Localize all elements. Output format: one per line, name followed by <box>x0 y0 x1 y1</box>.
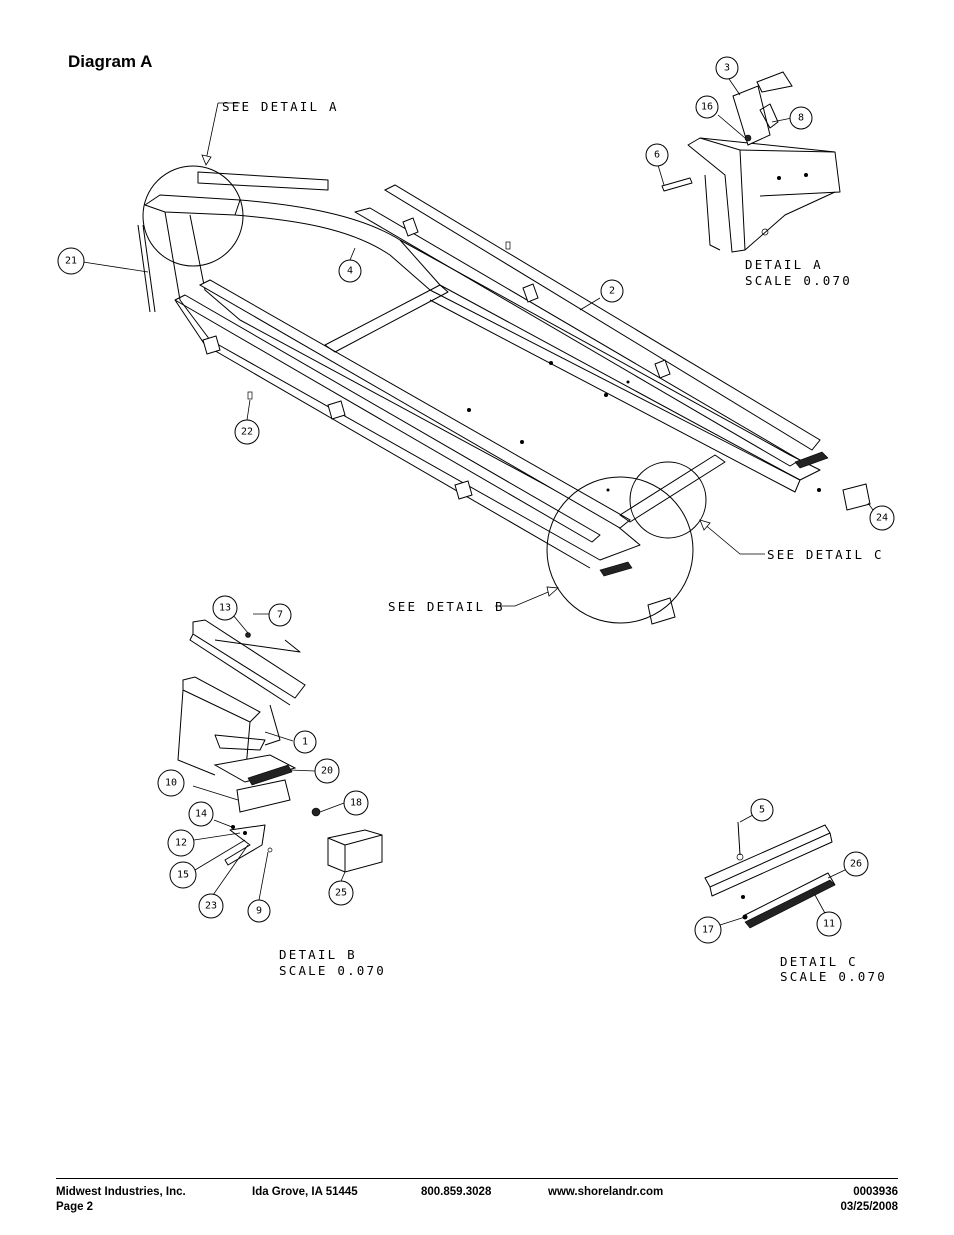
svg-text:5: 5 <box>759 805 765 816</box>
svg-text:18: 18 <box>350 798 362 809</box>
callout-14: 14 <box>188 801 214 827</box>
footer-divider <box>56 1178 898 1179</box>
callout-18: 18 <box>343 790 369 816</box>
svg-text:10: 10 <box>165 778 177 789</box>
trailer-frame <box>137 171 871 625</box>
svg-text:8: 8 <box>798 113 804 124</box>
callout-20: 20 <box>314 758 340 784</box>
see-detail-b-label: SEE DETAIL B <box>388 599 505 614</box>
callout-26: 26 <box>843 851 869 877</box>
detail-a-scale: SCALE 0.070 <box>745 273 852 288</box>
see-detail-c-label: SEE DETAIL C <box>767 547 884 562</box>
detail-a-drawing <box>661 71 841 253</box>
callout-9: 9 <box>247 899 271 923</box>
svg-text:16: 16 <box>701 102 713 113</box>
svg-text:25: 25 <box>335 888 347 899</box>
detail-a-label: DETAIL A <box>745 257 823 272</box>
callout-21: 21 <box>57 247 85 275</box>
callout-5: 5 <box>750 798 774 822</box>
svg-text:26: 26 <box>850 859 862 870</box>
callout-16: 16 <box>695 95 719 119</box>
callout-25: 25 <box>328 880 354 906</box>
callout-4: 4 <box>338 259 362 283</box>
callout-13: 13 <box>212 595 238 621</box>
svg-text:14: 14 <box>195 809 207 820</box>
detail-a-circle <box>142 165 244 267</box>
callout-15: 15 <box>169 861 197 889</box>
svg-text:17: 17 <box>702 925 714 936</box>
callout-7: 7 <box>268 603 292 627</box>
page-title: Diagram A <box>68 52 153 71</box>
callout-1: 1 <box>293 730 317 754</box>
callout-2: 2 <box>600 279 624 303</box>
svg-text:20: 20 <box>321 766 333 777</box>
footer-location: Ida Grove, IA 51445 <box>252 1186 358 1198</box>
footer-company: Midwest Industries, Inc. <box>56 1186 186 1198</box>
detail-c-label: DETAIL C <box>780 954 858 969</box>
detail-b-circle <box>546 476 694 624</box>
svg-text:15: 15 <box>177 870 189 881</box>
svg-text:2: 2 <box>609 286 615 297</box>
footer-doc-number: 0003936 <box>853 1186 898 1198</box>
svg-text:11: 11 <box>823 919 835 930</box>
detail-b-scale: SCALE 0.070 <box>279 963 386 978</box>
svg-text:3: 3 <box>724 63 730 74</box>
callout-6: 6 <box>645 143 669 167</box>
svg-text:24: 24 <box>876 513 888 524</box>
svg-text:12: 12 <box>175 838 187 849</box>
detail-c-scale: SCALE 0.070 <box>780 969 887 984</box>
svg-text:21: 21 <box>65 256 77 267</box>
callout-8: 8 <box>789 106 813 130</box>
detail-b-label: DETAIL B <box>279 947 357 962</box>
svg-text:23: 23 <box>205 901 217 912</box>
callout-10: 10 <box>157 769 185 797</box>
callout-3: 3 <box>715 56 739 80</box>
svg-text:7: 7 <box>277 610 283 621</box>
callout-24: 24 <box>869 505 895 531</box>
svg-text:1: 1 <box>302 737 308 748</box>
svg-text:22: 22 <box>241 427 253 438</box>
see-detail-a-label: SEE DETAIL A <box>222 99 339 114</box>
detail-b-drawing <box>177 619 383 873</box>
footer-phone: 800.859.3028 <box>421 1186 492 1198</box>
callout-17: 17 <box>694 916 722 944</box>
svg-text:6: 6 <box>654 150 660 161</box>
footer-website: www.shorelandr.com <box>548 1186 664 1198</box>
svg-text:4: 4 <box>347 266 353 277</box>
svg-text:9: 9 <box>256 906 262 917</box>
callout-12: 12 <box>167 829 195 857</box>
svg-text:13: 13 <box>219 603 231 614</box>
footer-date: 03/25/2008 <box>840 1201 898 1213</box>
callout-11: 11 <box>816 911 842 937</box>
detail-c-circle <box>629 461 707 539</box>
callout-22: 22 <box>234 419 260 445</box>
callout-23: 23 <box>198 893 224 919</box>
footer-page: Page 2 <box>56 1201 94 1213</box>
